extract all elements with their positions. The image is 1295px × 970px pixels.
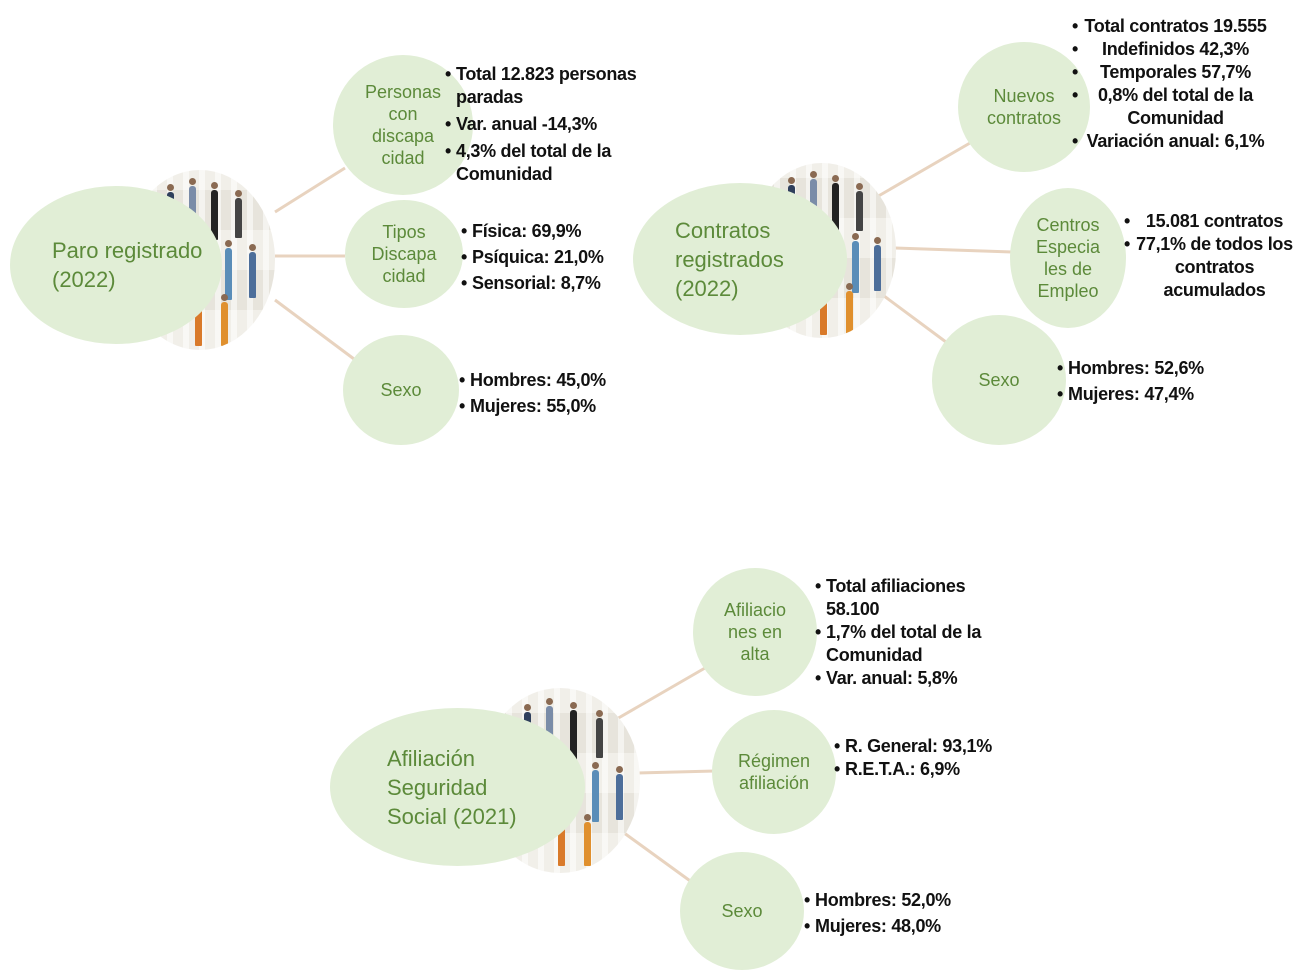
branch-bubble-tipos-discapacidad: Tipos Discapa cidad xyxy=(345,200,463,308)
main-bubble-paro: Paro registrado (2022) xyxy=(10,186,222,344)
main-title-contratos: Contratos registrados (2022) xyxy=(675,217,784,301)
connector-afiliacion-sexo xyxy=(619,828,694,885)
worker-figure xyxy=(616,766,623,820)
bullet-item: 15.081 contratos xyxy=(1124,210,1294,233)
bullet-item: Hombres: 45,0% xyxy=(459,367,649,393)
worker-figure xyxy=(852,233,859,293)
bullet-item: Total 12.823 personas paradas xyxy=(445,63,650,109)
main-bubble-afiliacion: Afiliación Seguridad Social (2021) xyxy=(330,708,585,866)
worker-figure xyxy=(584,814,591,866)
bullet-item: Sensorial: 8,7% xyxy=(461,270,651,296)
bullet-item: Mujeres: 47,4% xyxy=(1057,381,1247,407)
bullet-item: Total contratos 19.555 xyxy=(1072,15,1268,38)
connector-contratos-centros xyxy=(894,246,1013,254)
main-bubble-contratos: Contratos registrados (2022) xyxy=(633,183,847,335)
worker-figure xyxy=(225,240,232,300)
connector-paro-personas xyxy=(274,166,346,214)
bullet-item: Psíquica: 21,0% xyxy=(461,244,651,270)
bullet-item: Física: 69,9% xyxy=(461,218,651,244)
branch-label: Nuevos contratos xyxy=(986,86,1062,128)
connector-contratos-nuevos xyxy=(874,141,971,200)
branch-bubble-sexo-paro: Sexo xyxy=(343,335,459,445)
bullet-item: Var. anual -14,3% xyxy=(445,113,650,136)
branch-bubble-nuevos-contratos: Nuevos contratos xyxy=(958,42,1090,172)
worker-figure xyxy=(856,183,863,231)
branch-bubble-sexo-afiliacion: Sexo xyxy=(680,852,804,970)
bullet-item: R.E.T.A.: 6,9% xyxy=(834,758,1009,781)
main-title-afiliacion: Afiliación Seguridad Social (2021) xyxy=(387,745,517,829)
branch-bubble-regimen-afiliacion: Régimen afiliación xyxy=(712,710,836,834)
bullet-item: Total afiliaciones 58.100 xyxy=(815,575,1010,621)
bullet-item: Temporales 57,7% xyxy=(1072,61,1268,84)
worker-figure xyxy=(832,175,839,233)
bullet-item: Hombres: 52,6% xyxy=(1057,355,1247,381)
worker-figure xyxy=(874,237,881,291)
worker-figure xyxy=(596,710,603,758)
worker-figure xyxy=(211,182,218,240)
bullet-item: 1,7% del total de la Comunidad xyxy=(815,621,1010,667)
branch-label: Sexo xyxy=(721,901,763,921)
bullet-list-nuevos-contratos: Total contratos 19.555 Indefinidos 42,3%… xyxy=(1072,15,1268,153)
branch-label: Régimen afiliación xyxy=(737,751,811,793)
connector-paro-sexo xyxy=(274,298,359,364)
main-title-paro: Paro registrado (2022) xyxy=(52,238,203,292)
worker-figure xyxy=(570,702,577,760)
connector-afiliacion-alta xyxy=(614,666,706,722)
bullet-list-sexo-paro: Hombres: 45,0% Mujeres: 55,0% xyxy=(459,367,649,419)
bullet-item: Var. anual: 5,8% xyxy=(815,667,1010,690)
bullet-list-sexo-contratos: Hombres: 52,6% Mujeres: 47,4% xyxy=(1057,355,1247,407)
bullet-list-regimen-afiliacion: R. General: 93,1% R.E.T.A.: 6,9% xyxy=(834,735,1009,781)
branch-label: Sexo xyxy=(380,380,422,400)
bullet-list-tipos-discapacidad: Física: 69,9% Psíquica: 21,0% Sensorial:… xyxy=(461,218,651,296)
bullet-item: Mujeres: 55,0% xyxy=(459,393,649,419)
branch-bubble-afiliaciones-alta: Afiliacio nes en alta xyxy=(693,568,817,696)
branch-label: Afiliacio nes en alta xyxy=(723,600,787,664)
bullet-item: 77,1% de todos los contratos acumulados xyxy=(1124,233,1294,302)
worker-figure xyxy=(235,190,242,238)
worker-figure xyxy=(221,294,228,346)
bullet-list-centros-especiales: 15.081 contratos 77,1% de todos los cont… xyxy=(1124,210,1294,302)
bullet-item: 4,3% del total de la Comunidad xyxy=(445,140,650,186)
branch-label: Centros Especia les de Empleo xyxy=(1035,215,1101,301)
branch-bubble-centros-especiales: Centros Especia les de Empleo xyxy=(1010,188,1126,328)
bullet-list-afiliaciones-alta: Total afiliaciones 58.100 1,7% del total… xyxy=(815,575,1010,690)
branch-label: Personas con discapa cidad xyxy=(364,82,442,168)
bullet-item: Variación anual: 6,1% xyxy=(1072,130,1268,153)
bullet-item: Hombres: 52,0% xyxy=(804,887,994,913)
bullet-item: R. General: 93,1% xyxy=(834,735,1009,758)
branch-label: Tipos Discapa cidad xyxy=(371,222,437,286)
worker-figure xyxy=(846,283,853,335)
bullet-item: Mujeres: 48,0% xyxy=(804,913,994,939)
bullet-list-personas-discapacidad: Total 12.823 personas paradas Var. anual… xyxy=(445,63,650,186)
branch-bubble-sexo-contratos: Sexo xyxy=(932,315,1066,445)
connector-contratos-sexo xyxy=(879,291,951,347)
connector-afiliacion-regimen xyxy=(636,769,716,775)
branch-label: Sexo xyxy=(978,370,1020,390)
bullet-item: Indefinidos 42,3% xyxy=(1072,38,1268,61)
worker-figure xyxy=(592,762,599,822)
bullet-item: 0,8% del total de la Comunidad xyxy=(1072,84,1268,130)
bullet-list-sexo-afiliacion: Hombres: 52,0% Mujeres: 48,0% xyxy=(804,887,994,939)
worker-figure xyxy=(249,244,256,298)
